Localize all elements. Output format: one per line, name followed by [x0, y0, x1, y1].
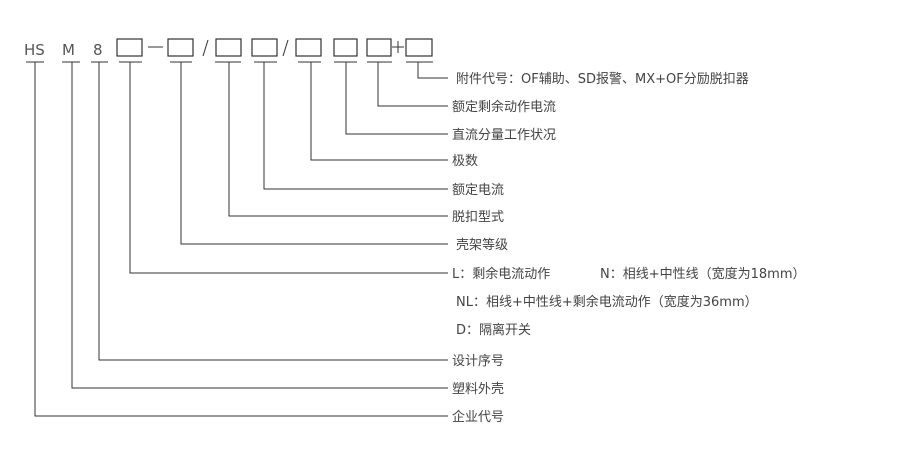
label-plastic-case: 塑料外壳 — [452, 382, 504, 397]
box-accessory — [405, 38, 433, 57]
code-enterprise: HS — [24, 41, 45, 59]
label-type-nl: NL：相线+中性线+剩余电流动作（宽度为36mm） — [456, 294, 758, 310]
label-frame-grade: 壳架等级 — [456, 237, 508, 253]
box-poles — [295, 38, 322, 57]
label-poles: 极数 — [452, 154, 478, 169]
slash-separator — [282, 39, 289, 57]
box-trip-type — [215, 38, 242, 57]
box-frame-grade-type — [116, 38, 143, 57]
leader-lines — [34, 62, 448, 417]
label-rated-current: 额定电流 — [452, 183, 504, 198]
box-dc-component — [333, 38, 358, 57]
box-frame-grade — [167, 38, 194, 57]
label-accessory-code: 附件代号：OF辅助、SD报警、MX+OF分励脱扣器 — [456, 71, 749, 87]
label-type-l: L：剩余电流动作 — [452, 266, 550, 282]
box-residual-current — [366, 38, 392, 57]
code-plastic-case: M — [62, 41, 75, 59]
box-rated-current — [251, 38, 278, 57]
label-design-number: 设计序号 — [452, 354, 504, 369]
label-type-d: D：隔离开关 — [456, 322, 531, 338]
label-rated-residual-current: 额定剩余动作电流 — [452, 99, 556, 115]
slash-separator — [202, 39, 209, 57]
label-enterprise-code: 企业代号 — [452, 409, 504, 425]
label-type-n: N：相线+中性线（宽度为18mm） — [600, 266, 806, 282]
label-trip-type: 脱扣型式 — [452, 210, 504, 225]
label-dc-component: 直流分量工作状况 — [452, 128, 556, 143]
code-design-number: 8 — [93, 41, 103, 59]
